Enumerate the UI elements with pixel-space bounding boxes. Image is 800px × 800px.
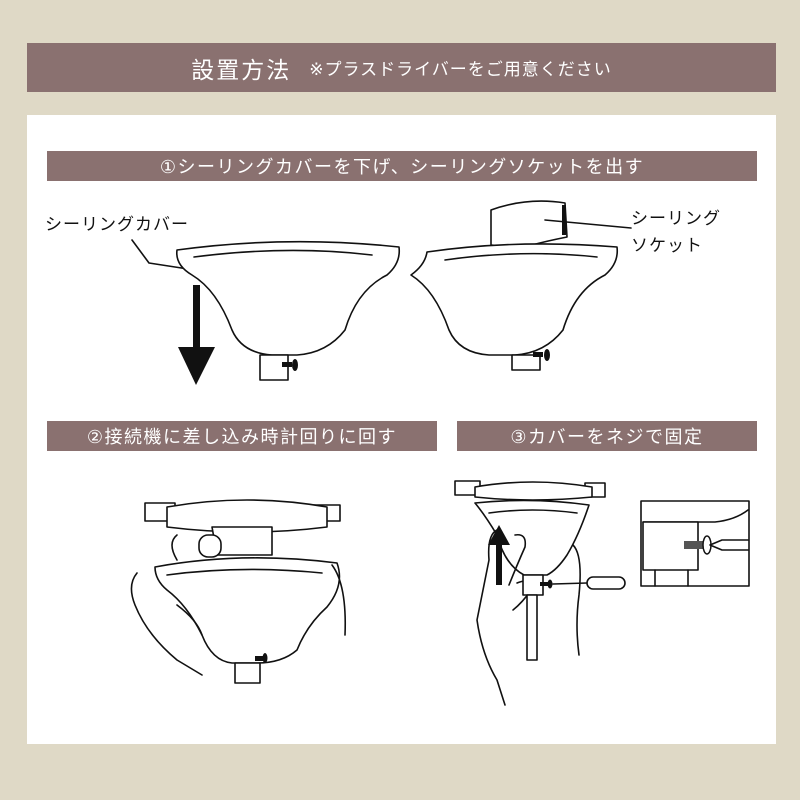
page-header: 設置方法 ※プラスドライバーをご用意ください (27, 43, 776, 92)
ceiling-socket-callout-line2: ソケット (631, 236, 703, 256)
page-title: 設置方法 (191, 57, 292, 84)
ceiling-cover-callout: シーリングカバー (45, 215, 189, 235)
step-3-heading: ③カバーをネジで固定 (457, 421, 757, 451)
tool-note: ※プラスドライバーをご用意ください (309, 60, 612, 80)
ceiling-cover-down-arrow-icon (131, 239, 401, 385)
screw-detail-inset-icon (640, 500, 750, 587)
ceiling-socket-exposed-icon (410, 200, 632, 371)
step-1-heading: ①シーリングカバーを下げ、シーリングソケットを出す (47, 151, 757, 181)
hand-twisting-cover-icon (130, 499, 347, 684)
step-2-label: ②接続機に差し込み時計回りに回す (86, 427, 398, 448)
ceiling-socket-callout-line1: シーリング (631, 209, 721, 229)
step-3-label: ③カバーをネジで固定 (510, 427, 704, 448)
step-2-heading: ②接続機に差し込み時計回りに回す (47, 421, 437, 451)
instructions-panel: ①シーリングカバーを下げ、シーリングソケットを出す シーリングカバー シーリング… (27, 115, 776, 744)
hand-lifting-cover-screwdriver-icon (454, 480, 626, 706)
step-1-label: ①シーリングカバーを下げ、シーリングソケットを出す (159, 157, 645, 178)
